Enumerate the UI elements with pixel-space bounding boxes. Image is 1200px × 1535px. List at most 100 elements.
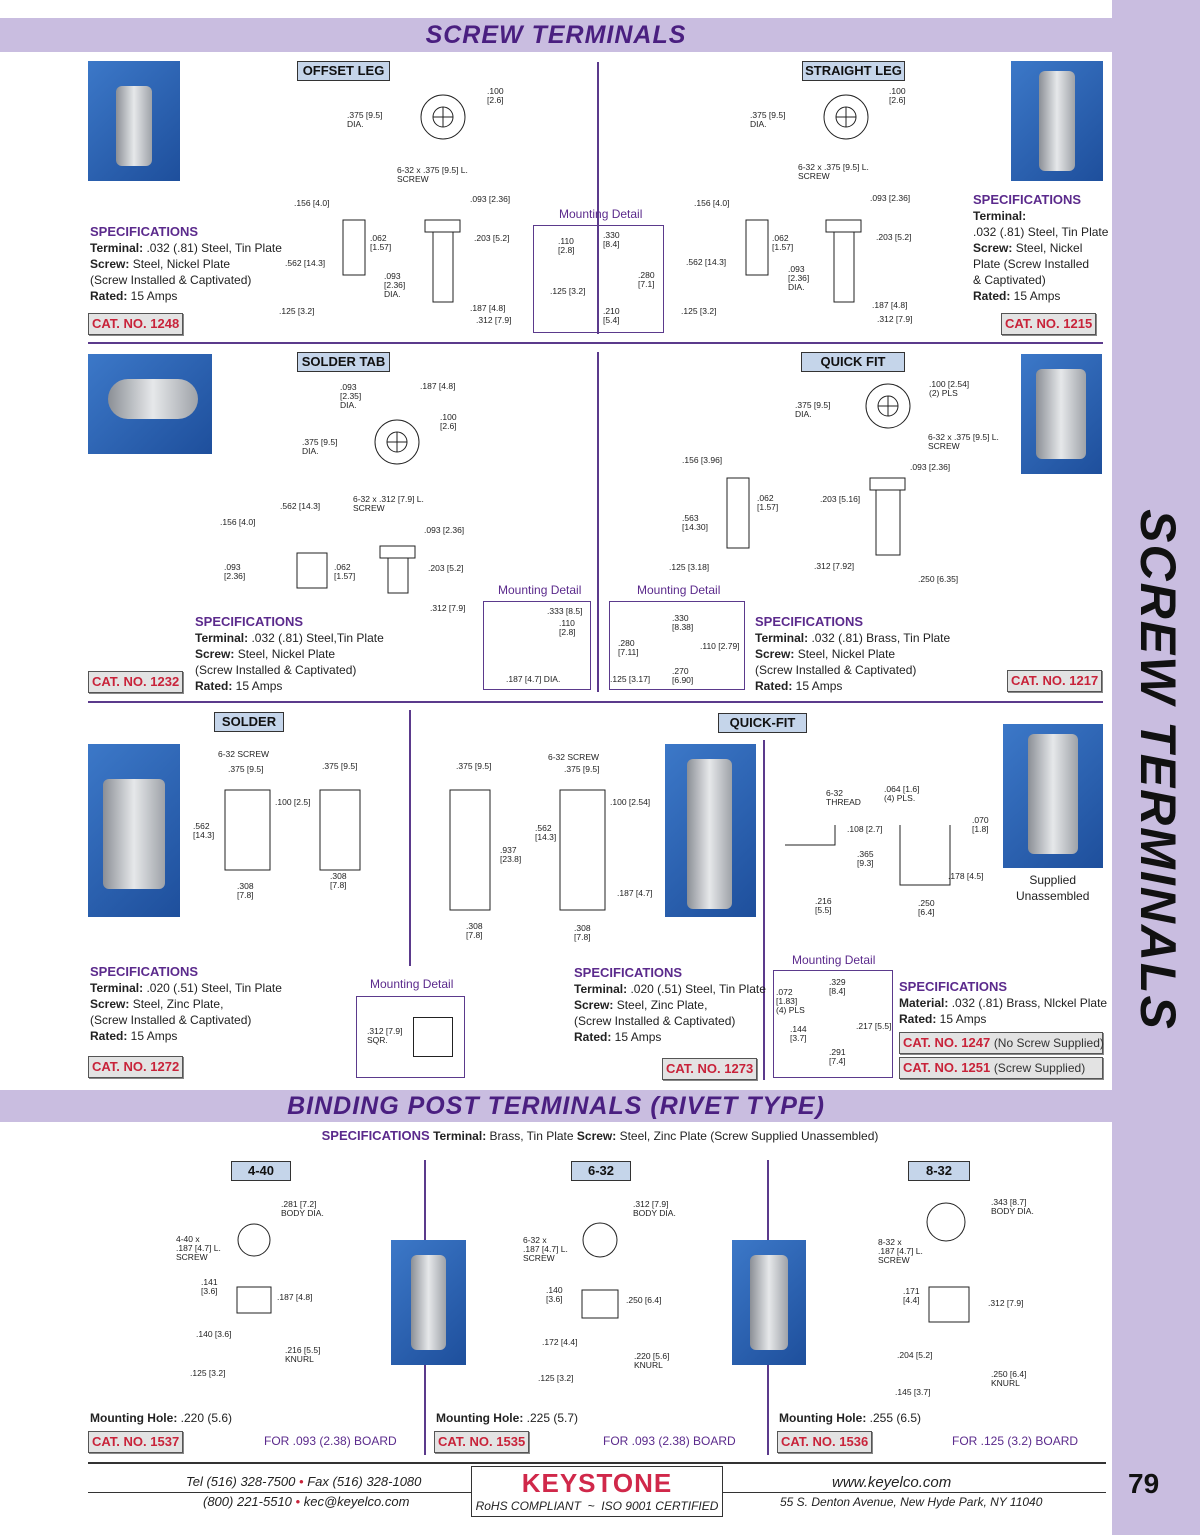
dimension-label: .125 [3.2] bbox=[279, 306, 315, 316]
dimension-label: .064 [1.6] (4) PLS. bbox=[884, 784, 920, 803]
dimension-label: .093 [2.36] bbox=[424, 525, 465, 535]
divider bbox=[409, 710, 411, 966]
dimension-label: .093 [2.36] DIA. bbox=[384, 271, 406, 299]
screw-value: Steel, Zinc Plate (Screw Supplied Unasse… bbox=[616, 1129, 879, 1143]
dimension-label: .281 [7.2] BODY DIA. bbox=[281, 1199, 324, 1218]
spec-value: .032 (.81) Brass, Tin Plate bbox=[808, 631, 951, 645]
dimension-label: .216 [5.5] bbox=[815, 896, 832, 915]
spec-value: Steel, Zinc Plate, bbox=[129, 997, 224, 1011]
spec-key: Terminal: bbox=[195, 631, 249, 645]
spec-key: Screw: bbox=[574, 998, 614, 1012]
mounting-hole-label: Mounting Hole: bbox=[779, 1411, 867, 1425]
spec-line: Rated: 15 Amps bbox=[899, 1011, 1107, 1027]
spec-title: SPECIFICATIONS bbox=[755, 614, 864, 629]
spec-line: Plate (Screw Installed bbox=[973, 256, 1108, 272]
mounting-detail-label: Mounting Detail bbox=[559, 207, 643, 221]
dimension-label: .156 [4.0] bbox=[694, 198, 730, 208]
dimension-label: .187 [4.7] DIA. bbox=[506, 674, 561, 684]
spec-line: Screw: Steel, Nickel Plate bbox=[195, 646, 384, 662]
spec-value: 15 Amps bbox=[127, 289, 178, 303]
spec-line: (Screw Installed & Captivated) bbox=[90, 1012, 282, 1028]
side-title-text: SCREW TERMINALS bbox=[1130, 509, 1186, 1031]
dimension-label: .308 [7.8] bbox=[466, 921, 483, 940]
dimension-label: .280 [7.11] bbox=[618, 638, 639, 657]
spec-value: (Screw Installed & Captivated) bbox=[755, 663, 917, 677]
spec-line: Terminal: bbox=[973, 208, 1108, 224]
mounting-hole-1536: Mounting Hole: .255 (6.5) bbox=[779, 1411, 921, 1425]
dimension-label: .203 [5.16] bbox=[820, 494, 861, 504]
dimension-label: .093 [2.35] DIA. bbox=[340, 382, 362, 410]
dimension-label: 8-32 x .187 [4.7] L. SCREW bbox=[878, 1237, 923, 1265]
spec-title: SPECIFICATIONS bbox=[899, 979, 1008, 994]
dimension-label: .365 [9.3] bbox=[857, 849, 874, 868]
dimension-label: .375 [9.5] DIA. bbox=[302, 437, 338, 456]
dimension-label: .100 [2.6] bbox=[487, 86, 504, 105]
board-note-1535: FOR .093 (2.38) BOARD bbox=[603, 1434, 736, 1448]
spec-line: Screw: Steel, Nickel bbox=[973, 240, 1108, 256]
email-link[interactable]: kec@keyelco.com bbox=[303, 1494, 410, 1509]
spec-title: SPECIFICATIONS bbox=[973, 192, 1082, 207]
spec-title: SPECIFICATIONS bbox=[574, 965, 683, 980]
dimension-label: 6-32 THREAD bbox=[826, 788, 861, 807]
spec-value: (Screw Installed & Captivated) bbox=[90, 273, 252, 287]
dimension-label: .329 [8.4] bbox=[829, 977, 846, 996]
cat-no-1247: CAT. NO. 1247 (No Screw Supplied) bbox=[899, 1032, 1104, 1054]
screw-label: Screw: bbox=[576, 1129, 617, 1143]
label-6-32: 6-32 bbox=[571, 1161, 631, 1181]
spec-value: (Screw Installed & Captivated) bbox=[90, 1013, 252, 1027]
terminal-label: Terminal: bbox=[433, 1129, 487, 1143]
dimension-label: .250 [6.4] bbox=[918, 898, 935, 917]
cat-no-1251-text: CAT. NO. 1251 bbox=[903, 1060, 991, 1075]
spec-value: Steel, Nickel Plate bbox=[129, 257, 231, 271]
dimension-label: .312 [7.92] bbox=[814, 561, 855, 571]
spec-value: .032 (.81) Steel, Tin Plate bbox=[143, 241, 282, 255]
dimension-label: .125 [3.2] bbox=[190, 1368, 226, 1378]
spec-key: Rated: bbox=[899, 1012, 937, 1026]
spec-value: 15 Amps bbox=[232, 679, 283, 693]
mounting-detail-1272 bbox=[356, 996, 465, 1078]
dimension-label: .375 [9.5] bbox=[456, 761, 492, 771]
spec-line: Terminal: .020 (.51) Steel, Tin Plate bbox=[90, 980, 282, 996]
product-photo-1248 bbox=[88, 61, 180, 181]
product-photo-1232 bbox=[88, 354, 212, 454]
website-link[interactable]: www.keyelco.com bbox=[832, 1474, 952, 1491]
spec-line: (Screw Installed & Captivated) bbox=[195, 662, 384, 678]
dimension-label: .125 [3.2] bbox=[550, 286, 586, 296]
dimension-label: .204 [5.2] bbox=[897, 1350, 933, 1360]
dimension-label: .312 [7.9] bbox=[476, 315, 512, 325]
dimension-label: .217 [5.5] bbox=[856, 1021, 892, 1031]
binding-title: BINDING POST TERMINALS (RIVET TYPE) bbox=[287, 1092, 825, 1120]
spec-value: Steel, Nickel bbox=[1012, 241, 1083, 255]
mounting-hole-label: Mounting Hole: bbox=[90, 1411, 178, 1425]
cat-no-1537: CAT. NO. 1537 bbox=[88, 1431, 184, 1453]
dimension-label: .312 [7.9] bbox=[877, 314, 913, 324]
spec-key: Screw: bbox=[195, 647, 235, 661]
dimension-label: .144 [3.7] bbox=[790, 1024, 807, 1043]
spec-line: Screw: Steel, Nickel Plate bbox=[90, 256, 282, 272]
dimension-label: .203 [5.2] bbox=[474, 233, 510, 243]
dimension-label: .250 [6.4] KNURL bbox=[991, 1369, 1027, 1388]
dimension-label: .156 [4.0] bbox=[294, 198, 330, 208]
page-title: SCREW TERMINALS bbox=[425, 21, 687, 49]
spec-line: Rated: 15 Amps bbox=[195, 678, 384, 694]
divider bbox=[597, 352, 599, 692]
dimension-label: .562 [14.3] bbox=[535, 823, 557, 842]
spec-title: SPECIFICATIONS bbox=[195, 614, 304, 629]
mounting-detail-label: Mounting Detail bbox=[792, 953, 876, 967]
supplied-unassembled: Supplied Unassembled bbox=[1016, 873, 1090, 903]
product-photo-1535 bbox=[732, 1240, 806, 1365]
dimension-label: .250 [6.35] bbox=[918, 574, 959, 584]
dimension-label: .333 [8.5] bbox=[547, 606, 583, 616]
dimension-label: .093 [2.36] bbox=[224, 562, 246, 581]
dimension-label: .125 [3.18] bbox=[669, 562, 710, 572]
dimension-label: .100 [2.54] (2) PLS bbox=[929, 379, 970, 398]
screw-top-view bbox=[237, 94, 966, 1258]
spec-line: Terminal: .032 (.81) Steel, Tin Plate bbox=[90, 240, 282, 256]
spec-key: Rated: bbox=[973, 289, 1011, 303]
dimension-label: 6-32 SCREW bbox=[548, 752, 600, 762]
dimension-label: .093 [2.36] bbox=[870, 193, 911, 203]
dimension-label: .312 [7.9] BODY DIA. bbox=[633, 1199, 676, 1218]
